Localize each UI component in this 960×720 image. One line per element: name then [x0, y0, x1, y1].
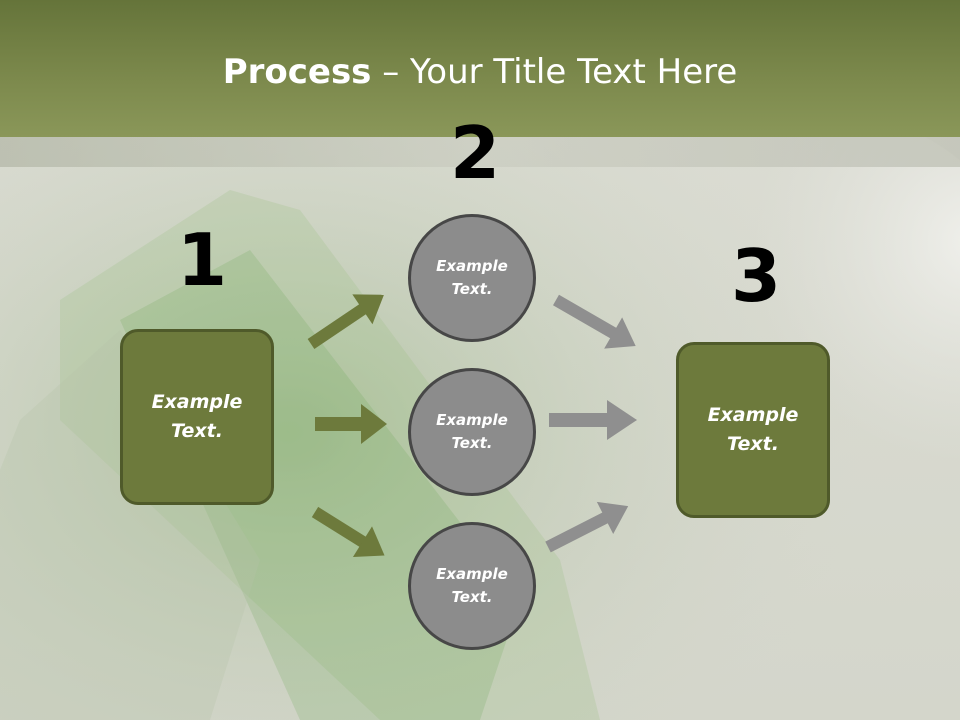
step-2-top-circle: Example Text. [408, 214, 536, 342]
title-bar [0, 0, 960, 137]
arrow-middle-to-3 [549, 400, 637, 440]
step-2-middle-circle: Example Text. [408, 368, 536, 496]
title-band [0, 137, 960, 167]
step-3-box: Example Text. [676, 342, 830, 518]
arrow-bottom-to-3 [545, 501, 629, 553]
step-number-2: 2 [450, 111, 501, 195]
arrow-top-to-3 [553, 294, 636, 349]
step-1-box: Example Text. [120, 329, 274, 505]
title-rest: – Your Title Text Here [371, 52, 738, 92]
step-1-text: Example Text. [151, 391, 243, 442]
arrow-1-to-top [307, 294, 384, 349]
title-bold: Process [222, 52, 372, 92]
arrow-1-to-bottom [311, 506, 385, 557]
step-2-bottom-text: Example Text. [436, 565, 508, 606]
step-2-top-text: Example Text. [436, 257, 508, 298]
slide-title: Process – Your Title Text Here [0, 52, 960, 92]
step-3-text: Example Text. [707, 404, 799, 455]
step-2-middle-text: Example Text. [436, 411, 508, 452]
arrow-1-to-middle [315, 404, 387, 444]
step-number-3: 3 [731, 234, 782, 318]
step-number-1: 1 [177, 218, 228, 302]
step-2-bottom-circle: Example Text. [408, 522, 536, 650]
